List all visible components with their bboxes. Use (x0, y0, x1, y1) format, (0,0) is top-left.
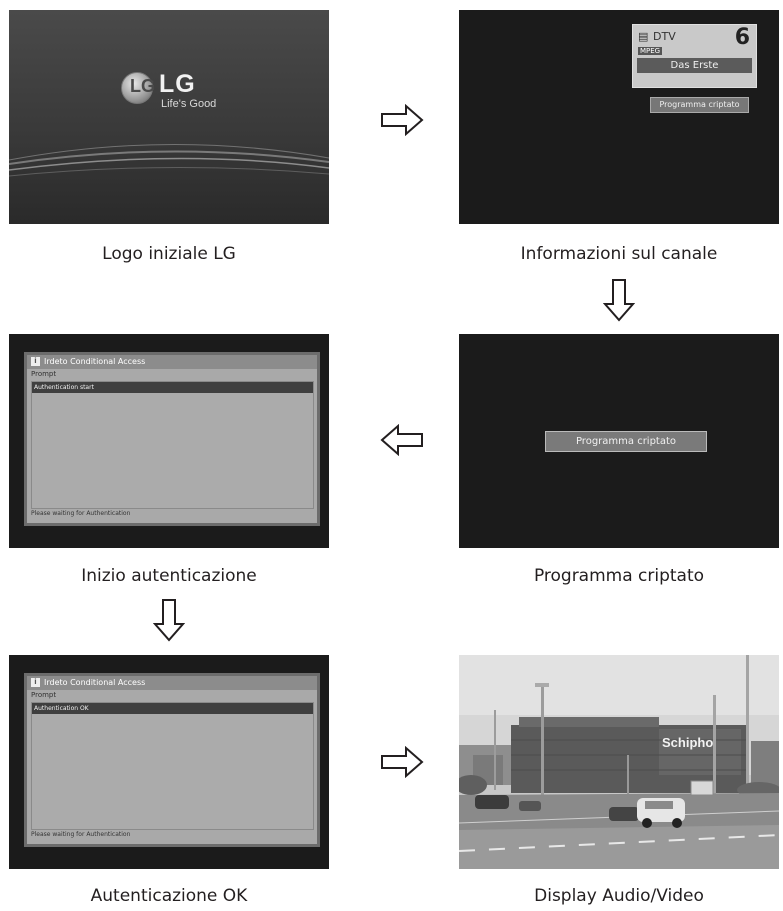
message-list: Authentication OK (31, 702, 314, 830)
format-badge: MPEG (638, 47, 663, 55)
arrow-left-icon (380, 424, 423, 456)
dialog-title-bar: i Irdeto Conditional Access (27, 355, 317, 369)
arrow-down-icon (153, 599, 185, 642)
dialog-title: Irdeto Conditional Access (44, 678, 146, 687)
encrypted-status: Programma criptato (545, 431, 707, 452)
swoosh-graphic (9, 144, 329, 177)
tv-icon: ▤ (638, 30, 649, 43)
irdeto-dialog: i Irdeto Conditional Access Prompt Authen… (24, 673, 320, 847)
encrypted-status-small: Programma criptato (650, 97, 749, 113)
auth-ok-screen: i Irdeto Conditional Access Prompt Authen… (9, 655, 329, 869)
irdeto-dialog: i Irdeto Conditional Access Prompt Authen… (24, 352, 320, 526)
channel-info-screen: ▤ DTV 6 MPEG Das Erste Programma criptat… (459, 10, 779, 224)
auth-start-screen: i Irdeto Conditional Access Prompt Authen… (9, 334, 329, 548)
message-list: Authentication start (31, 381, 314, 509)
airport-scene-image: Schiphol (459, 655, 779, 869)
dialog-title: Irdeto Conditional Access (44, 357, 146, 366)
lg-brand-text: LG (159, 70, 196, 98)
caption-auth-start: Inizio autenticazione (81, 566, 257, 586)
message-row: Authentication OK (32, 703, 313, 714)
channel-name: Das Erste (637, 58, 752, 73)
info-icon: i (31, 357, 40, 366)
caption-channel-info: Informazioni sul canale (520, 244, 718, 264)
dialog-status: Please waiting for Authentication (31, 831, 131, 838)
encrypted-program-screen: Programma criptato (459, 334, 779, 548)
arrow-down-icon (603, 279, 635, 322)
info-icon: i (31, 678, 40, 687)
lg-logo-icon: LG (121, 72, 155, 104)
dialog-status: Please waiting for Authentication (31, 510, 131, 517)
channel-number: 6 (734, 25, 750, 50)
caption-display: Display Audio/Video (534, 886, 704, 906)
lg-logo-screen: LG LG Life's Good (9, 10, 329, 224)
caption-auth-ok: Autenticazione OK (90, 886, 248, 906)
display-photo-screen: Schiphol (459, 655, 779, 869)
caption-encrypted: Programma criptato (533, 566, 705, 586)
prompt-label: Prompt (31, 370, 57, 378)
caption-logo: Logo iniziale LG (102, 244, 236, 264)
lg-slogan: Life's Good (161, 98, 217, 110)
arrow-right-icon (381, 746, 424, 778)
source-label: DTV (653, 30, 676, 43)
prompt-label: Prompt (31, 691, 57, 699)
arrow-right-icon (381, 104, 424, 136)
message-row: Authentication start (32, 382, 313, 393)
channel-banner: ▤ DTV 6 MPEG Das Erste (632, 24, 757, 88)
building-sign: Schiphol (662, 735, 717, 750)
dialog-title-bar: i Irdeto Conditional Access (27, 676, 317, 690)
